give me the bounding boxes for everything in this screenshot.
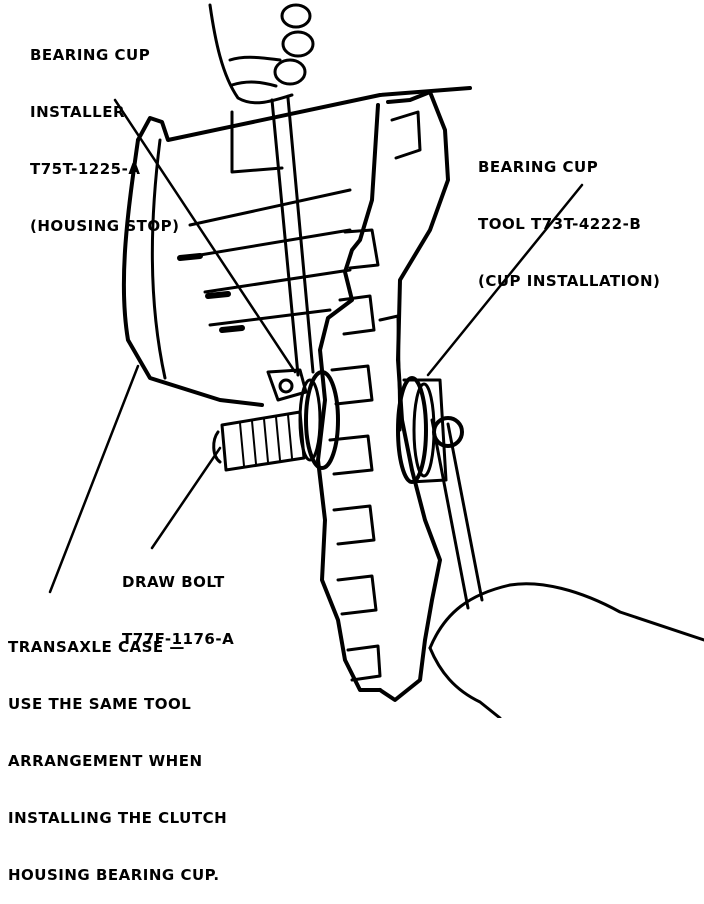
installer-callout-line: INSTALLER bbox=[30, 103, 126, 121]
leader-lines bbox=[48, 98, 584, 594]
draw-bolt-callout: DRAW BOLT T77F-1176-A bbox=[122, 535, 234, 668]
transaxle-case bbox=[121, 86, 472, 407]
draw-bolt bbox=[212, 410, 306, 472]
tool-leader bbox=[426, 183, 584, 377]
case-callout-line: INSTALLING THE CLUTCH bbox=[8, 809, 228, 827]
case-callout-line: ARRANGEMENT WHEN bbox=[8, 752, 203, 770]
clutch-housing-plate bbox=[316, 90, 450, 702]
tool-callout: BEARING CUP TOOL T73T-4222-B (CUP INSTAL… bbox=[478, 120, 660, 310]
installer-callout: BEARING CUP INSTALLER T75T-1225-A (HOUSI… bbox=[30, 8, 179, 255]
hand-on-wrench bbox=[428, 582, 704, 718]
case-callout-line: USE THE SAME TOOL bbox=[8, 695, 192, 713]
draw-bolt-leader bbox=[150, 446, 222, 550]
hand-holding-installer bbox=[208, 3, 315, 105]
case-callout-line: TRANSAXLE CASE — bbox=[8, 638, 185, 656]
draw-bolt-callout-line: DRAW BOLT bbox=[122, 573, 225, 591]
draw-bolt-callout-line: T77F-1176-A bbox=[122, 630, 235, 648]
installer-leader bbox=[113, 98, 297, 374]
tool-callout-line: TOOL T73T-4222-B bbox=[478, 215, 642, 233]
bearing-cup-installation-illustration bbox=[48, 3, 704, 718]
bearing-cup-tool bbox=[298, 370, 484, 610]
case-callout-line: HOUSING BEARING CUP. bbox=[8, 866, 220, 884]
tool-callout-line: BEARING CUP bbox=[478, 158, 599, 176]
tool-callout-line: (CUP INSTALLATION) bbox=[478, 272, 661, 290]
case-leader bbox=[48, 364, 140, 594]
bearing-cup-installer-rod bbox=[266, 96, 315, 402]
installer-callout-line: T75T-1225-A bbox=[30, 160, 141, 178]
transaxle-case-callout: TRANSAXLE CASE — USE THE SAME TOOL ARRAN… bbox=[8, 600, 227, 904]
installer-callout-line: BEARING CUP bbox=[30, 46, 151, 64]
installer-callout-line: (HOUSING STOP) bbox=[30, 217, 180, 235]
